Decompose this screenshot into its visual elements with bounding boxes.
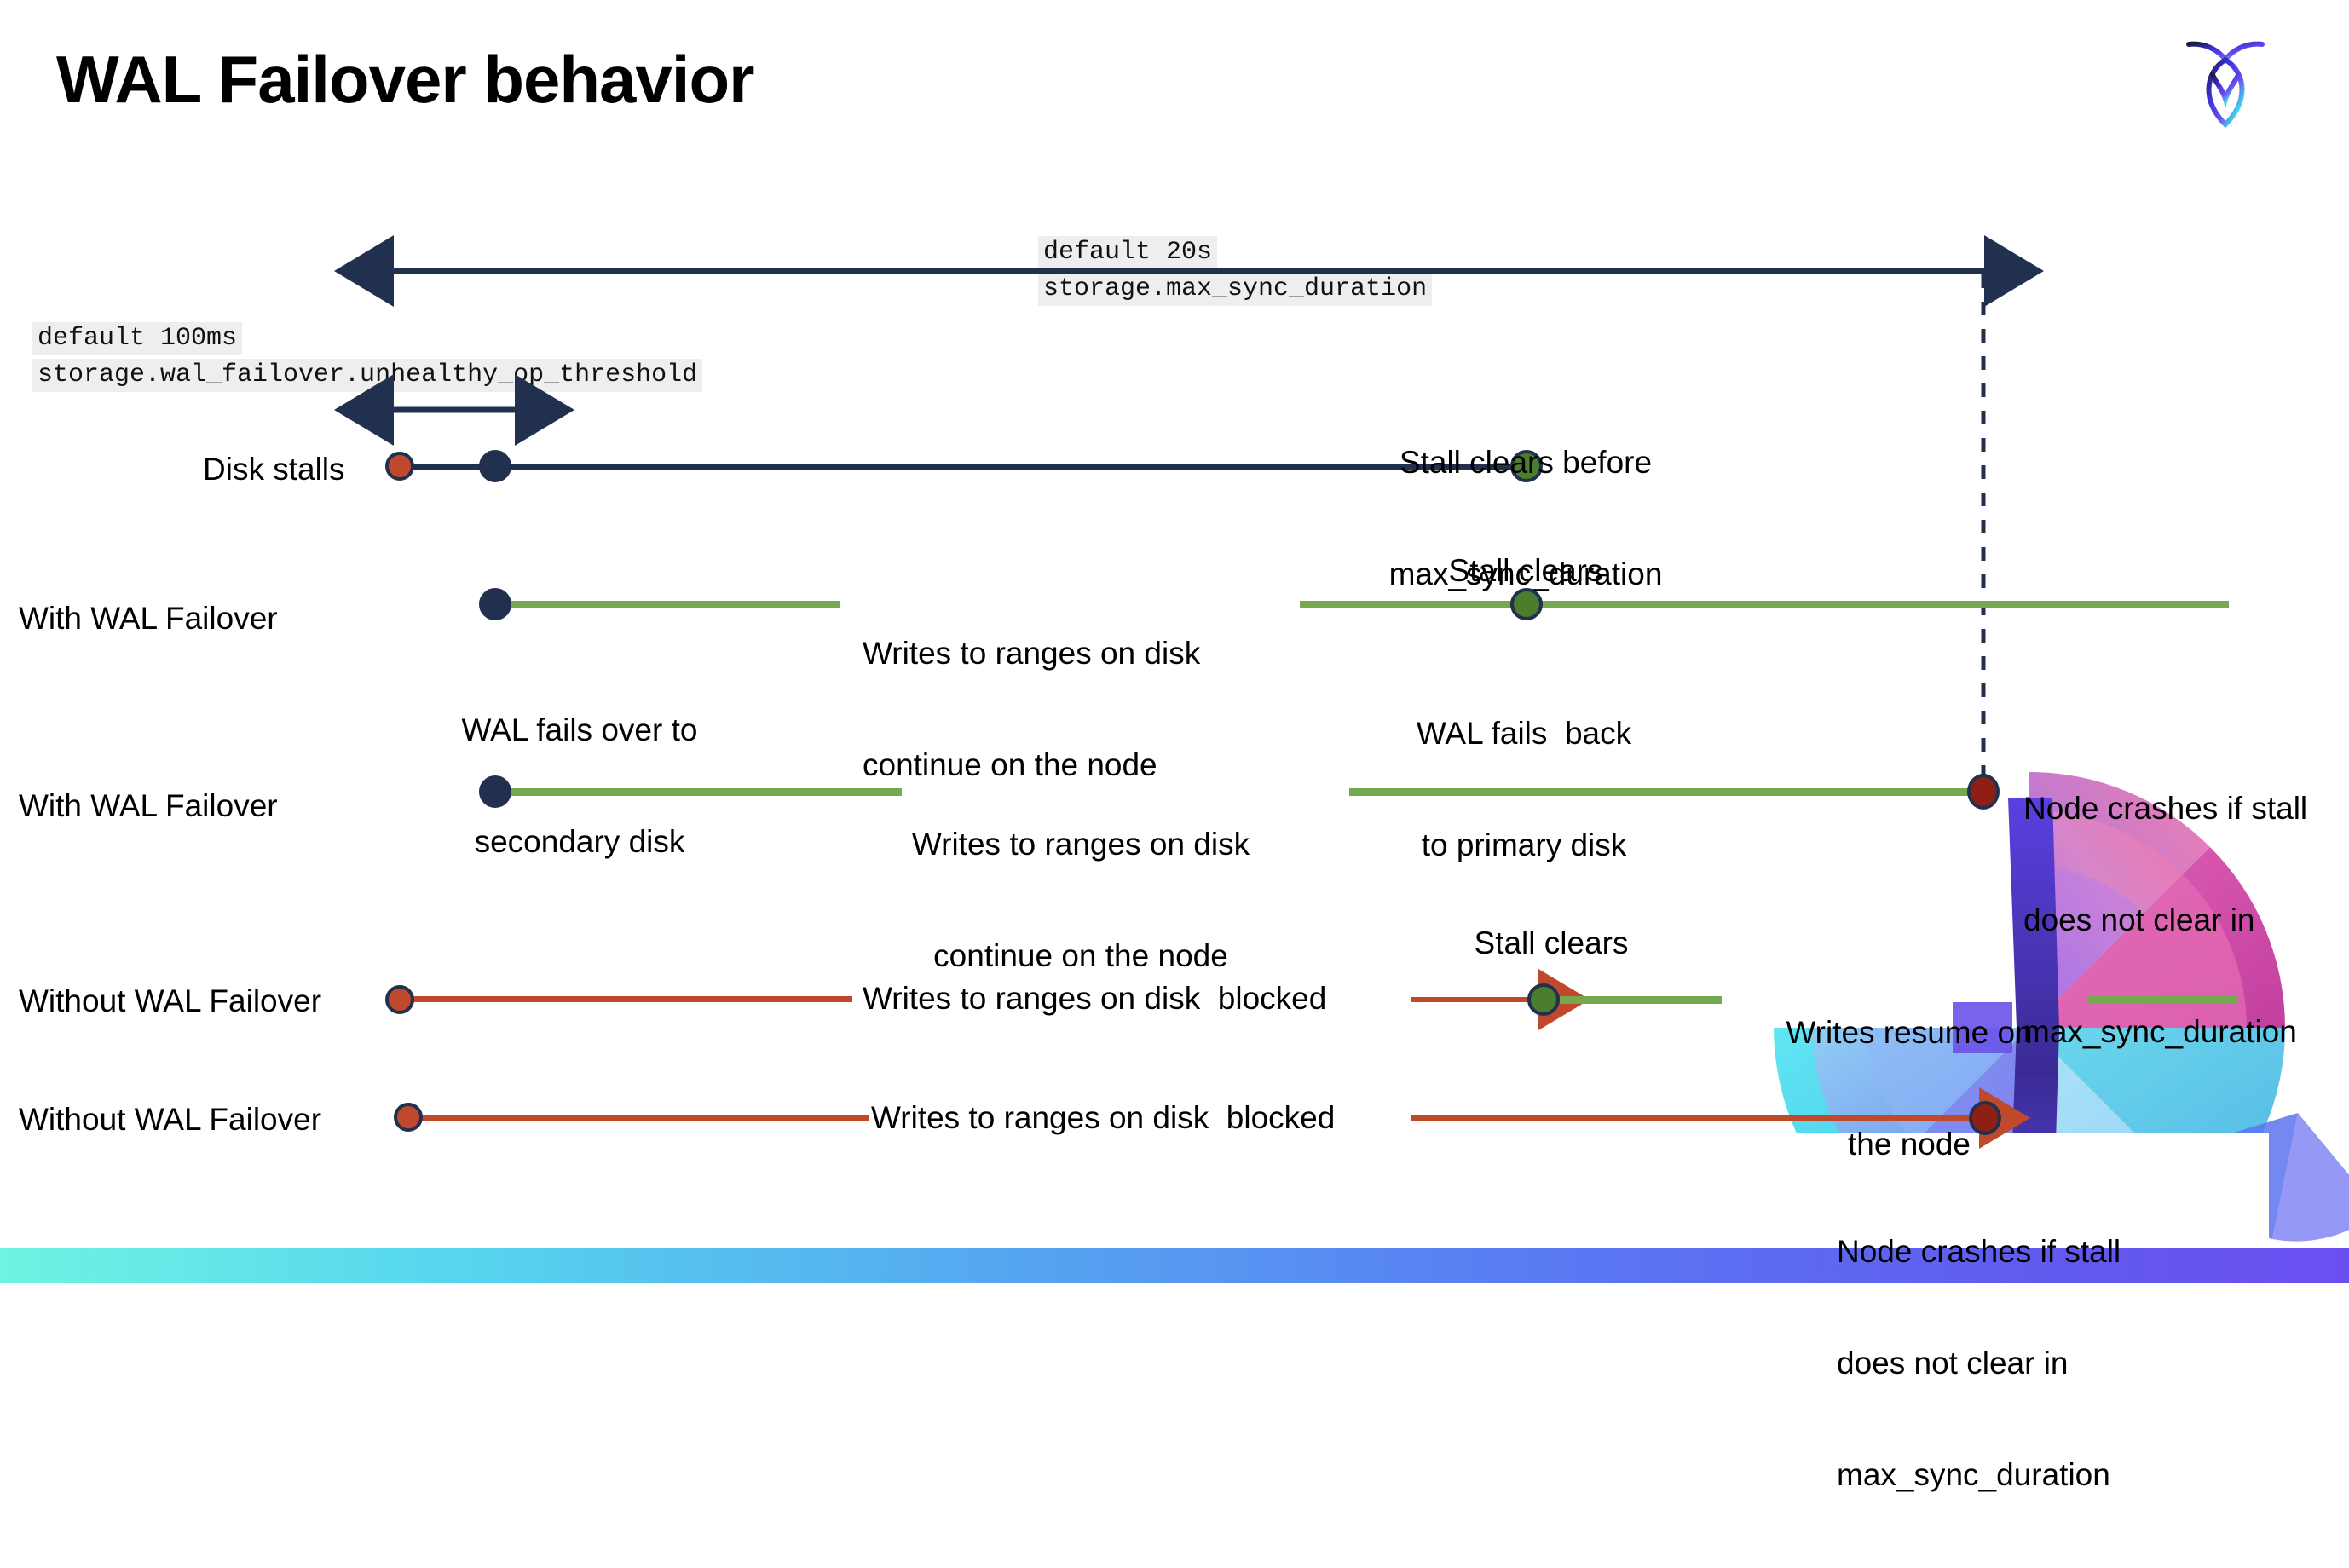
row2-timeline-right [1300, 601, 2229, 608]
row5-stall-start-dot [394, 1103, 423, 1132]
page-title: WAL Failover behavior [56, 42, 754, 117]
row4-annotation-writes-resume: Writes resume on the node [1756, 940, 2063, 1237]
row2-ann2-line2: continue on the node [863, 747, 1157, 783]
row1-timeline [401, 464, 1526, 470]
row3-ann2-line2: does not clear in [2023, 902, 2255, 938]
row4-ann3-line2: the node [1847, 1127, 1971, 1162]
row4-ann3-line1: Writes resume on [1786, 1015, 2033, 1051]
row2-annotation-writes-continue: Writes to ranges on disk continue on the… [863, 561, 1289, 858]
row5-ann2-line2: does not clear in [1837, 1346, 2069, 1381]
row-label-without-wal-failover-1: Without WAL Failover [19, 983, 322, 1018]
row5-timeline-left [418, 1115, 869, 1121]
row1-ann-line2: max_sync_duration [1388, 556, 1663, 592]
row4-annotation-writes-blocked: Writes to ranges on disk blocked [863, 981, 1327, 1016]
row4-timeline-right [1560, 996, 1722, 1004]
row5-crash-dot [1969, 1101, 2001, 1135]
row3-ann1-line2: continue on the node [933, 938, 1228, 974]
row2-failover-dot [479, 588, 511, 620]
row2-ann4-line1: WAL fails back [1416, 716, 1632, 752]
slide-canvas: WAL Failover behavior default 20s s [0, 24, 2349, 1492]
row1-ann-line1: Stall clears before [1399, 445, 1653, 481]
row2-ann1-line2: secondary disk [474, 824, 685, 860]
row4-stall-clear-dot [1527, 983, 1560, 1016]
row2-ann4-line2: to primary disk [1421, 827, 1627, 863]
connectors-layer [334, 235, 2044, 1149]
row2-annotation-stall-clears: Stall clears [1448, 553, 1603, 588]
row5-annotation-node-crashes: Node crashes if stall does not clear in … [1837, 1159, 2212, 1568]
row5-ann2-line3: max_sync_duration [1837, 1457, 2110, 1493]
row2-annotation-wal-fails-back: WAL fails back to primary disk [1353, 641, 1694, 938]
row1-annotation-stall-clears-before: Stall clears before max_sync_duration [1355, 370, 1696, 667]
row-label-with-wal-failover-2: With WAL Failover [19, 788, 278, 823]
row4-timeline-far-right [2088, 996, 2237, 1004]
row-label-disk-stalls: Disk stalls [203, 452, 345, 487]
bottom-gradient-bar [0, 1248, 2349, 1283]
row3-timeline-right [1349, 788, 1984, 796]
row2-stall-clear-dot [1510, 588, 1543, 620]
row4-annotation-stall-clears: Stall clears [1474, 925, 1629, 960]
cockroachdb-logo-icon [2179, 24, 2272, 135]
row3-failover-dot [479, 775, 511, 808]
row3-annotation-writes-continue: Writes to ranges on disk continue on the… [868, 752, 1294, 1049]
unhealthy-default-label: default 100ms [32, 322, 243, 355]
row2-annotation-wal-fails-over: WAL fails over to secondary disk [392, 637, 767, 935]
row-label-with-wal-failover-1: With WAL Failover [19, 601, 278, 636]
row2-timeline-left [494, 601, 840, 608]
row5-annotation-writes-blocked: Writes to ranges on disk blocked [871, 1100, 1336, 1135]
row3-ann2-line1: Node crashes if stall [2023, 791, 2308, 827]
row2-ann2-line1: Writes to ranges on disk [863, 636, 1201, 672]
row1-threshold-dot [479, 450, 511, 482]
row4-stall-start-dot [385, 985, 414, 1014]
row5-ann2-line1: Node crashes if stall [1837, 1234, 2121, 1270]
row-label-without-wal-failover-2: Without WAL Failover [19, 1102, 322, 1137]
row4-timeline-left [413, 996, 852, 1002]
row2-ann1-line1: WAL fails over to [461, 712, 698, 748]
row1-stall-clear-dot [1510, 450, 1543, 482]
row3-timeline-left [494, 788, 902, 796]
unhealthy-setting-label: storage.wal_failover.unhealthy_op_thresh… [32, 359, 703, 392]
row3-crash-dot [1967, 774, 2000, 810]
row3-ann2-line3: max_sync_duration [2023, 1014, 2297, 1050]
row1-stall-start-dot [385, 452, 414, 481]
row3-ann1-line1: Writes to ranges on disk [911, 827, 1250, 862]
row3-annotation-node-crashes: Node crashes if stall does not clear in … [2023, 716, 2349, 1125]
